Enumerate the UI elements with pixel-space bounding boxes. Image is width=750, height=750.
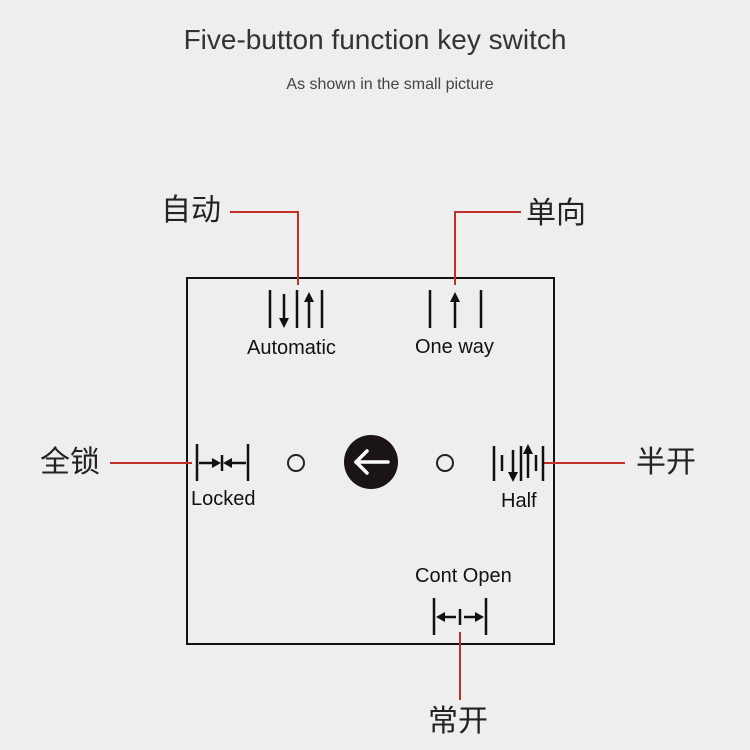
- continuous-open-mode-icon: [432, 598, 488, 635]
- label-half: Half: [501, 490, 537, 512]
- indicator-dot-right: [436, 454, 454, 472]
- leader-line-automatic: [230, 211, 299, 285]
- callout-cont-open: 常开: [428, 704, 488, 739]
- label-cont-open: Cont Open: [415, 565, 512, 587]
- label-locked: Locked: [191, 488, 256, 510]
- selector-knob[interactable]: [344, 435, 398, 489]
- locked-mode-icon: [195, 444, 250, 481]
- callout-automatic: 自动: [161, 193, 221, 228]
- leader-line-one-way: [454, 211, 521, 285]
- half-open-mode-icon: [492, 444, 545, 482]
- diagram-title: Five-button function key switch: [183, 24, 567, 55]
- label-automatic: Automatic: [247, 337, 336, 359]
- automatic-mode-icon: [268, 290, 324, 328]
- switch-panel: [186, 277, 555, 645]
- label-one-way: One way: [415, 336, 494, 358]
- one-way-mode-icon: [428, 290, 483, 328]
- callout-half: 半开: [636, 445, 696, 480]
- arrow-left-icon: [354, 449, 390, 475]
- diagram-subtitle: As shown in the small picture: [286, 76, 494, 93]
- indicator-dot-left: [287, 454, 305, 472]
- callout-one-way: 单向: [526, 196, 586, 231]
- callout-locked: 全锁: [40, 445, 100, 480]
